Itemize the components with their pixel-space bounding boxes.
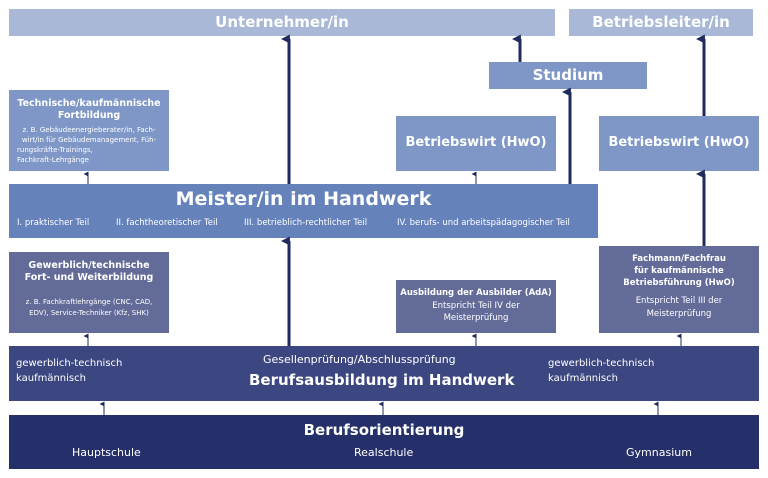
weiterbildung-line-2: EDV), Service-Techniker (Kfz, SHK) [29,309,149,317]
betriebswirt-right-label: Betriebswirt (HwO) [608,135,750,150]
studium-box: Studium [489,62,647,89]
betriebsleiter-box: Betriebsleiter/in [569,9,753,36]
school-realschule: Realschule [354,446,414,459]
fortbildung-line-1: z. B. Gebäudeenergieberater/in, Fach- [22,126,156,134]
meister-box: Meister/in im Handwerk I. praktischer Te… [9,184,598,238]
fortbildung-line-2: wirt/in für Gebäudemanagement, Füh- [21,136,157,144]
ada-line-2: Meisterprüfung [443,313,509,323]
fachmann-title-3: Betriebsführung (HwO) [623,278,735,288]
fachmann-title-1: Fachmann/Fachfrau [632,254,726,264]
berufsausbildung-right-2: kaufmännisch [548,373,618,384]
berufsausbildung-right-1: gewerblich-technisch [548,358,655,369]
betriebswirt-right-box: Betriebswirt (HwO) [599,116,759,171]
ada-title: Ausbildung der Ausbilder (AdA) [400,288,552,298]
betriebswirt-left-box: Betriebswirt (HwO) [396,116,556,171]
fachmann-line-1: Entspricht Teil III der [635,296,723,306]
betriebsleiter-label: Betriebsleiter/in [592,13,730,31]
berufsausbildung-box: gewerblich-technisch kaufmännisch Gesell… [9,346,759,401]
meister-part-2: II. fachtheoretischer Teil [116,218,218,228]
unternehmer-label: Unternehmer/in [215,13,349,31]
meister-part-4: IV. berufs- und arbeitspädagogischer Tei… [397,218,570,228]
berufsausbildung-left-2: kaufmännisch [16,373,86,384]
weiterbildung-line-1: z. B. Fachkraftlehrgänge (CNC, CAD, [25,298,153,306]
fachmann-box: Fachmann/Fachfrau für kaufmännische Betr… [599,246,759,333]
betriebswirt-left-label: Betriebswirt (HwO) [405,135,547,150]
unternehmer-box: Unternehmer/in [9,9,555,36]
berufsausbildung-left-1: gewerblich-technisch [16,358,123,369]
weiterbildung-title-2: Fort- und Weiterbildung [24,272,154,283]
weiterbildung-box: Gewerblich/technische Fort- und Weiterbi… [9,252,169,333]
weiterbildung-title-1: Gewerblich/technische [28,260,150,271]
berufsorientierung-box: Berufsorientierung Hauptschule Realschul… [9,415,759,469]
studium-label: Studium [532,66,604,84]
fachmann-title-2: für kaufmännische [634,266,724,276]
ada-box: Ausbildung der Ausbilder (AdA) Entsprich… [396,280,556,333]
ada-line-1: Entspricht Teil IV der [432,301,520,311]
fortbildung-box: Technische/kaufmännische Fortbildung z. … [9,90,169,171]
fachmann-line-2: Meisterprüfung [646,309,712,319]
berufsausbildung-exam: Gesellenprüfung/Abschlussprüfung [263,353,456,366]
school-gymnasium: Gymnasium [626,446,692,459]
fortbildung-title-2: Fortbildung [57,110,121,121]
fortbildung-line-3: rungskräfte-Trainings, [17,146,93,154]
fortbildung-line-4: Fachkraft-Lehrgänge [17,156,89,164]
berufsausbildung-title: Berufsausbildung im Handwerk [249,371,515,389]
meister-title: Meister/in im Handwerk [175,188,432,210]
berufsorientierung-title: Berufsorientierung [303,421,465,439]
school-hauptschule: Hauptschule [72,446,141,459]
fortbildung-title-1: Technische/kaufmännische [17,98,161,109]
meister-part-3: III. betrieblich-rechtlicher Teil [244,218,368,228]
meister-part-1: I. praktischer Teil [17,218,90,228]
